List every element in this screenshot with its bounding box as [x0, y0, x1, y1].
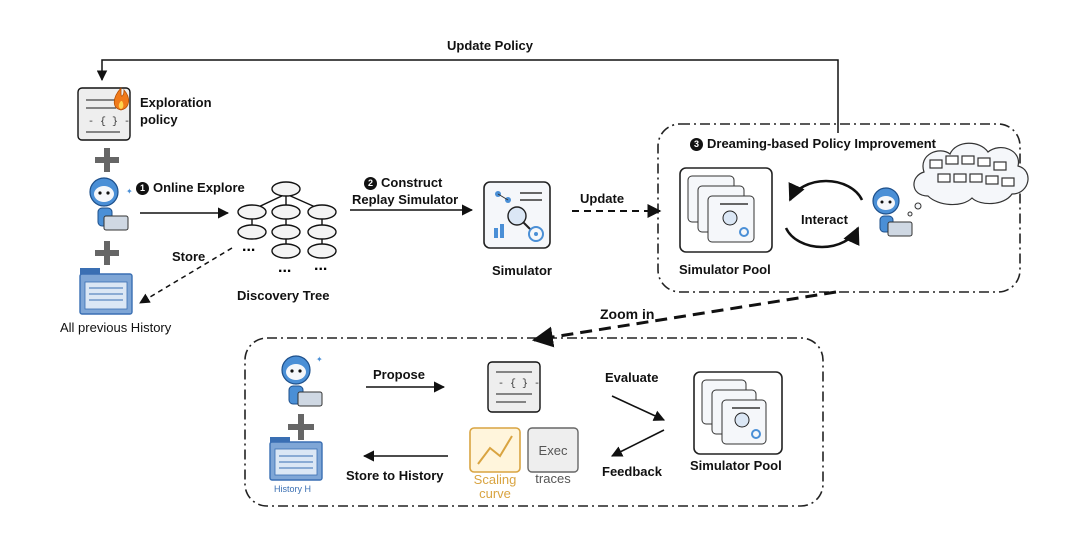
dreaming-title-text: Dreaming-based Policy Improvement — [707, 136, 937, 151]
thought-bubble-2 — [907, 211, 913, 217]
policy-doc-icon: - { } - — [487, 361, 541, 413]
tree-ellipsis-2: ... — [278, 259, 291, 276]
exploration-policy-label-2: policy — [140, 112, 178, 127]
update-label: Update — [580, 191, 625, 206]
step-3-badge: 3 — [690, 138, 703, 151]
svg-text:✦: ✦ — [126, 187, 133, 196]
feedback-label: Feedback — [602, 464, 662, 479]
exec-traces-text-1: Exec — [538, 443, 568, 458]
thought-bubble-1 — [914, 202, 922, 210]
feedback-arrow — [610, 429, 665, 457]
construct-text: Construct — [381, 175, 443, 190]
tree-ellipsis-3: ... — [314, 257, 327, 274]
exec-traces-icon — [527, 427, 579, 473]
fire-icon — [113, 86, 129, 111]
history-folder-icon — [79, 268, 133, 315]
store-to-history-label: Store to History — [346, 468, 444, 483]
plus-icon-3 — [288, 414, 314, 440]
plus-icon-2 — [95, 241, 119, 265]
simulator-icon — [483, 181, 551, 249]
step-2-badge: 2 — [364, 177, 377, 190]
history-h-folder-icon — [269, 437, 323, 481]
tree-ellipsis-1: ... — [242, 238, 255, 255]
discovery-tree — [237, 181, 337, 259]
svg-text:- { } -: - { } - — [88, 116, 130, 128]
construct-label-2: Replay Simulator — [352, 192, 459, 207]
step-1-badge: 1 — [136, 182, 149, 195]
simulator-pool-label: Simulator Pool — [679, 262, 771, 277]
simulator-pool-bottom-label: Simulator Pool — [690, 458, 782, 473]
exploration-policy-label-1: Exploration — [140, 95, 212, 110]
robot-dreamer-icon — [872, 187, 913, 237]
scaling-curve-text-2: curve — [479, 486, 511, 501]
history-h-label: History H — [274, 484, 312, 494]
update-policy-arrow — [96, 59, 839, 133]
scaling-curve-icon — [469, 427, 521, 473]
exec-traces-text-2: traces — [535, 471, 571, 486]
plus-icon-1 — [95, 148, 119, 172]
simulator-label: Simulator — [492, 263, 552, 278]
update-policy-label: Update Policy — [447, 38, 533, 53]
svg-text:- { } -: - { } - — [498, 378, 540, 390]
discovery-tree-label: Discovery Tree — [237, 288, 330, 303]
scaling-curve-text-1: Scaling — [473, 472, 517, 487]
online-explore-label: 1 Online Explore — [136, 180, 245, 195]
zoom-in-arrow — [531, 290, 837, 348]
all-previous-history-label: All previous History — [60, 320, 172, 335]
evaluate-label: Evaluate — [605, 370, 659, 385]
simulator-pool-icon — [679, 167, 773, 253]
construct-label-1: 2 Construct — [364, 175, 442, 190]
interact-label: Interact — [801, 212, 848, 227]
dreaming-title: 3 Dreaming-based Policy Improvement — [690, 136, 936, 151]
propose-label: Propose — [373, 367, 426, 382]
exec-traces-label: Exec traces — [529, 444, 577, 486]
zoom-in-label: Zoom in — [600, 306, 655, 322]
evaluate-arrow — [611, 395, 666, 421]
svg-text:✦: ✦ — [316, 355, 323, 364]
robot-agent-icon: ✦ — [89, 177, 133, 231]
store-label: Store — [172, 249, 206, 264]
simulator-pool-bottom-icon — [693, 371, 783, 455]
dream-cloud-icon — [913, 142, 1029, 206]
online-explore-text: Online Explore — [153, 180, 245, 195]
robot-agent-bottom-icon: ✦ — [281, 355, 323, 407]
interact-cycle-icon — [784, 179, 864, 249]
